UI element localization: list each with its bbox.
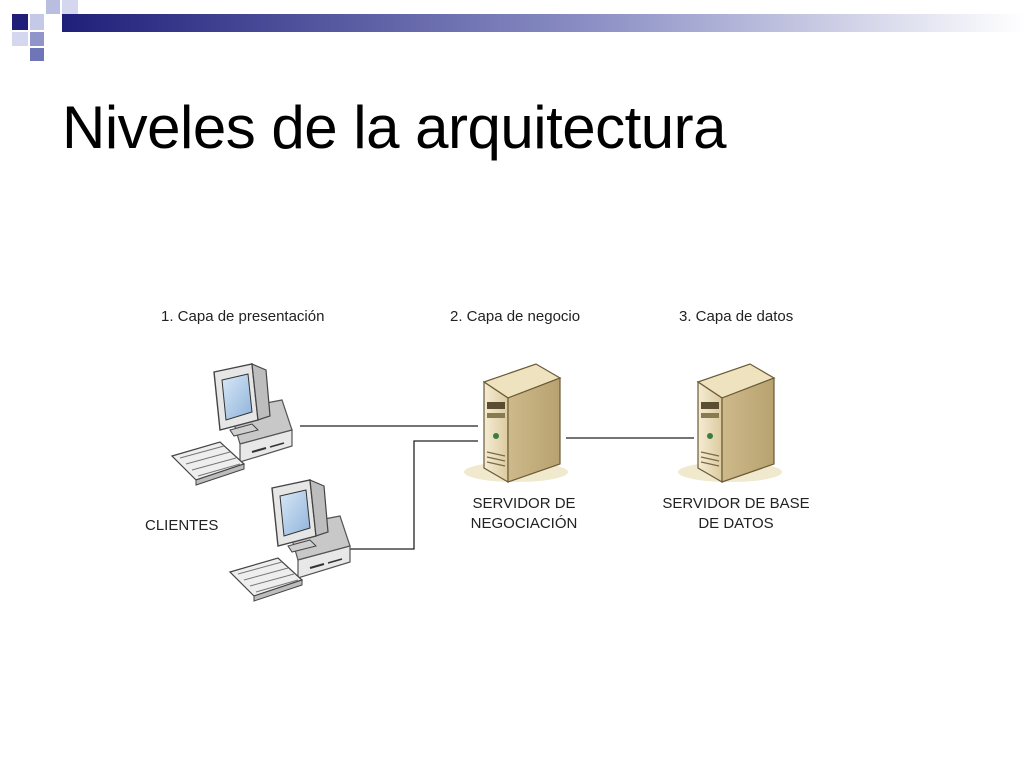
layer-label-presentation: 1. Capa de presentación <box>161 308 325 325</box>
clients-label: CLIENTES <box>145 517 219 534</box>
db-server-caption-line1: SERVIDOR DE BASE <box>662 495 810 512</box>
layer-label-business: 2. Capa de negocio <box>450 308 581 325</box>
server-tower-icon <box>463 363 569 483</box>
layer-label-data: 3. Capa de datos <box>679 308 794 325</box>
client-computer-icon <box>229 479 351 602</box>
server-tower-icon <box>677 363 783 483</box>
header-decoration <box>12 0 1024 61</box>
page-title: Niveles de la arquitectura <box>62 94 727 161</box>
client-computer-icon <box>171 363 293 486</box>
db-server-caption: SERVIDOR DE BASE DE DATOS <box>646 494 826 534</box>
db-server-caption-line2: DE DATOS <box>698 515 774 532</box>
business-server-caption-line2: NEGOCIACIÓN <box>470 515 578 532</box>
business-server-caption: SERVIDOR DE NEGOCIACIÓN <box>444 494 604 534</box>
connector-client2-business <box>348 440 478 550</box>
business-server-caption-line1: SERVIDOR DE <box>472 495 576 512</box>
